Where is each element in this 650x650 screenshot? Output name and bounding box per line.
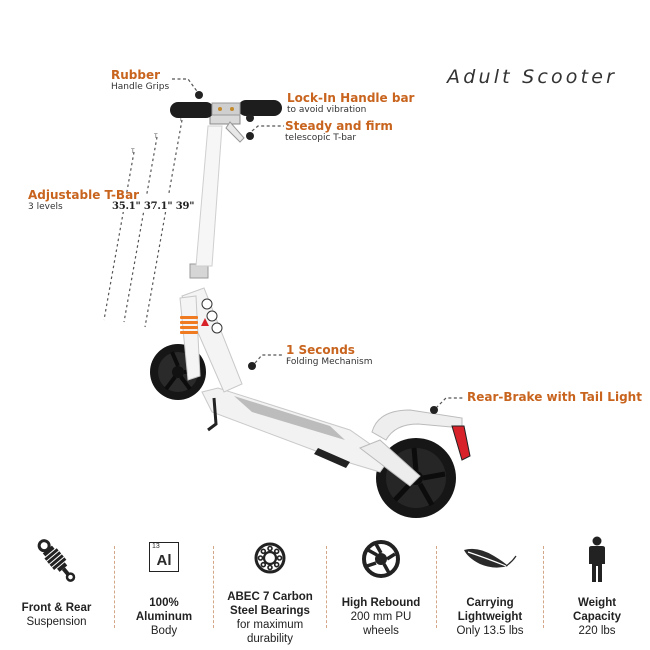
aluminum-element-icon: 13 Al: [149, 542, 179, 572]
separator: [543, 546, 544, 628]
person-icon: [589, 536, 605, 582]
feature-line: wheels: [363, 625, 399, 637]
separator: [213, 546, 214, 628]
features-strip: Front & Rear Suspension 13 Al 100% Alumi…: [0, 528, 650, 650]
feature-title: Carrying: [466, 597, 514, 609]
callout-steady-tbar: Steady and firm telescopic T-bar: [285, 119, 393, 143]
right-grip: [238, 100, 282, 116]
callout-sub: to avoid vibration: [287, 105, 367, 115]
feature-line: 220 lbs: [578, 625, 616, 637]
separator: [114, 546, 115, 628]
feature-wheels: High Rebound 200 mm PU wheels: [327, 528, 435, 650]
callout-sub: telescopic T-bar: [285, 133, 357, 143]
callout-lock-in-handle: Lock-In Handle bar to avoid vibration: [287, 91, 414, 115]
feature-line: Suspension: [26, 616, 87, 628]
callout-adjustable-tbar: Adjustable T-Bar 3 levels: [28, 188, 139, 212]
wheel-icon: [362, 540, 400, 578]
feature-title: 100%: [149, 597, 179, 609]
feature-line: 200 mm PU: [350, 611, 412, 623]
feature-title: Weight: [577, 597, 617, 609]
svg-text:T: T: [154, 134, 158, 140]
feature-lightweight: Carrying Lightweight Only 13.5 lbs: [437, 528, 543, 650]
callout-heading: Lock-In Handle bar: [287, 91, 415, 105]
feature-line: Body: [150, 625, 178, 637]
svg-text:T: T: [179, 117, 183, 123]
callout-heading: Rear-Brake with Tail Light: [467, 390, 642, 404]
feature-title: Steel Bearings: [230, 605, 310, 617]
feature-weight-capacity: Weight Capacity 220 lbs: [544, 528, 650, 650]
callout-rubber-grips: Rubber Handle Grips: [111, 68, 169, 92]
svg-text:T: T: [131, 149, 135, 155]
separator: [436, 546, 437, 628]
callout-heading: 1 Seconds: [286, 343, 355, 357]
feather-icon: [464, 548, 517, 568]
callout-heading: Rubber: [111, 68, 161, 82]
feature-title: High Rebound: [341, 597, 421, 609]
callout-heading: Adjustable T-Bar: [28, 188, 140, 202]
bearing-icon: [254, 542, 286, 574]
suspension-shock-icon: [37, 539, 75, 582]
feature-line: Only 13.5 lbs: [456, 625, 524, 637]
feature-line: for maximum: [236, 619, 304, 631]
feature-title: Front & Rear: [21, 602, 92, 614]
callout-heading: Steady and firm: [285, 119, 393, 133]
callout-folding: 1 Seconds Folding Mechanism: [286, 343, 372, 367]
feature-suspension: Front & Rear Suspension: [0, 528, 113, 650]
feature-title: Lightweight: [457, 611, 523, 623]
feature-title: ABEC 7 Carbon: [227, 591, 313, 603]
tbar-level-labels: 35.1" 37.1" 39": [112, 201, 195, 212]
tbar-height-guides: [103, 119, 183, 328]
feature-title: Capacity: [573, 611, 621, 623]
callout-rear-brake: Rear-Brake with Tail Light: [467, 390, 642, 404]
feature-bearings: ABEC 7 Carbon Steel Bearings for maximum…: [214, 528, 326, 650]
feature-line: durability: [246, 633, 294, 645]
separator: [326, 546, 327, 628]
callout-sub: 3 levels: [28, 202, 63, 212]
callout-sub: Folding Mechanism: [286, 357, 373, 367]
feature-aluminum: 13 Al 100% Aluminum Body: [115, 528, 213, 650]
product-title: Adult Scooter: [447, 66, 618, 88]
scooter-illustration: T T T: [103, 78, 471, 518]
left-grip: [170, 102, 214, 118]
callout-sub: Handle Grips: [111, 82, 170, 92]
feature-title: Aluminum: [135, 611, 193, 623]
